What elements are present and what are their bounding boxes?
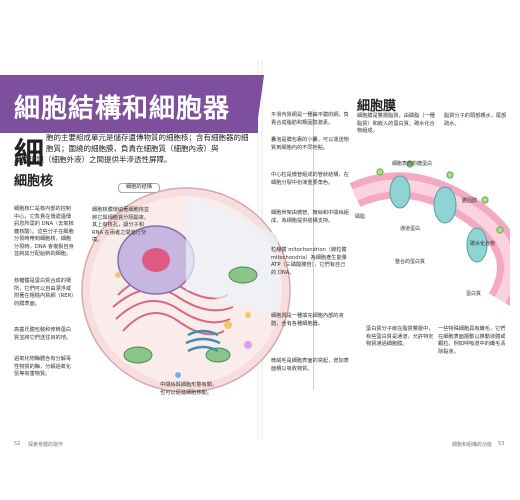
- intro-text-2: 周圍環境（細胞外液）之間提供半滲透性屏障。: [14, 155, 172, 164]
- label-protein-2: 蛋白質: [466, 291, 482, 297]
- divider-line: [313, 109, 314, 390]
- section-heading-nucleus: 細胞核: [14, 174, 54, 189]
- footer-left-number: 52: [14, 441, 21, 447]
- note-lysosome: 過氧化物酶體含有分解毒性物質的酶，分解過氧化氫等有害物質。: [14, 356, 72, 377]
- label-channel: 通道蛋白: [400, 226, 421, 232]
- note-membrane-desc: 細胞膜是雙層脂質，由磷脂（一種脂質）和嵌入的蛋白質、碳水化合物組成。: [357, 113, 435, 134]
- note-cilia: 一些特殊細胞具有纖毛，它們在細胞表面擺動以推動液體或顆粒，例如呼吸道中的纖毛清除…: [438, 326, 506, 355]
- note-nucleolus: 細胞核仁是核內部的控制中心，它負責在傳遞遺傳訊息所需的 DNA（去氧核糖核酸）。…: [14, 206, 74, 257]
- label-carb: 碳水化合物: [470, 241, 496, 247]
- note-protein-channel: 蛋白質分子嵌在脂質雙層中，有些蛋白質是通道，允許特定物質通過細胞膜。: [366, 326, 434, 347]
- intro-text: 胞的主要組成單元是儲存遺傳物質的細胞核；含有細胞器的細胞質；圍繞的細胞膜，負責在…: [46, 133, 249, 153]
- note-centrioles: 中心粒是微管組成的管狀結構，在細胞分裂中扮演重要角色。: [271, 172, 349, 186]
- footer-right-text: 細胞和組織的功能: [452, 442, 493, 448]
- drop-cap: 細: [14, 137, 44, 172]
- cell-illustration: [81, 187, 291, 393]
- section-heading-membrane: 細胞膜: [357, 99, 397, 114]
- note-microvilli: 微絨毛是細胞表面的突起，增加表面積以吸收物質。: [271, 358, 349, 372]
- note-intermediate-filament: 中間絲與細胞形態有關，也可以促進細胞移動。: [160, 382, 218, 396]
- note-ribosome: 核糖體是蛋白質合成的場所，它們可以自由漂浮或附著在粗糙內質網（RER）的膜表面。: [14, 278, 74, 307]
- note-nuclear-membrane: 細胞核膜環繞著細胞核並將它與細胞質分隔開來。其上有核孔，讓分子和 RNA 在兩者…: [92, 207, 150, 243]
- title-banner: [0, 75, 258, 133]
- note-membrane-desc-2: 脂質分子的頭部親水，尾部疏水。: [444, 113, 507, 127]
- note-cytoskeleton: 細胞骨架由微管、微絲和中間絲組成，為細胞提供結構支持。: [271, 210, 349, 224]
- page-title: 細胞結構和細胞器: [14, 94, 231, 124]
- note-mitochondria: 粒線體 mitochondrion（線粒體 mitochondria）為細胞產生…: [271, 247, 347, 276]
- membrane-illustration: [350, 160, 510, 306]
- label-protein: 整合的蛋白質: [395, 259, 426, 265]
- note-cytoplasm: 細胞質是一種填充細胞內部的液體，含有各種細胞器。: [271, 313, 344, 327]
- label-lipid: 磷脂: [355, 214, 366, 220]
- label-cholesterol: 膽固醇: [462, 198, 478, 204]
- note-vesicle: 囊泡是膜包裹的小囊，可以運送物質到細胞內的不同地點。: [271, 137, 349, 151]
- label-glycoprotein: 細胞表面的糖蛋白: [392, 161, 433, 167]
- note-smooth-er: 平滑內質網是一種扁平膜的網，負責合成脂肪和類固醇激素。: [271, 112, 349, 126]
- note-golgi: 高基氏體包裝和修飾蛋白質並將它們送往目的地。: [14, 327, 72, 341]
- footer-left-text: 探索身體的運作: [28, 442, 64, 448]
- footer-right-number: 53: [498, 441, 505, 447]
- label-cell-structure: 細胞的結構: [118, 183, 160, 193]
